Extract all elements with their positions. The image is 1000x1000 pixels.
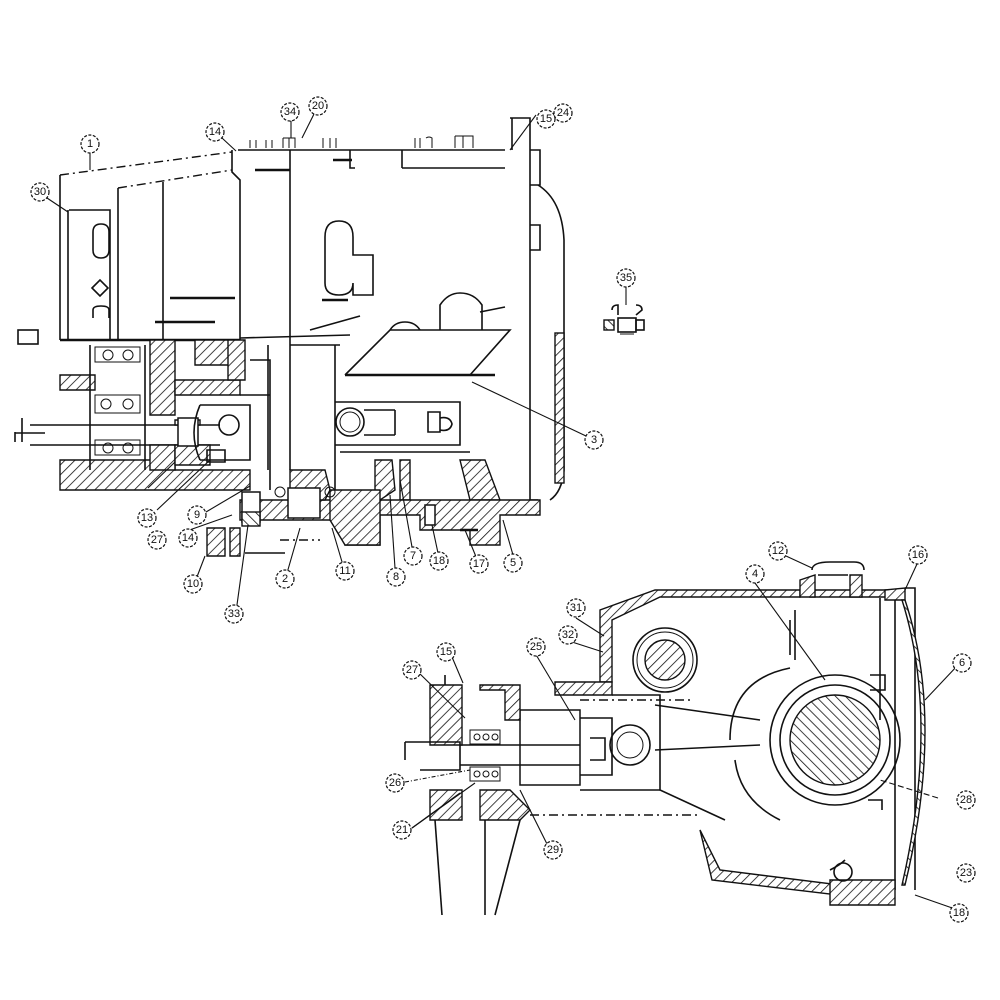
callout-35: 35 (616, 268, 636, 288)
callout-23: 23 (956, 863, 976, 883)
callout-1: 1 (80, 134, 100, 154)
callout-7: 7 (403, 546, 423, 566)
svg-text:4: 4 (752, 568, 758, 580)
callout-2: 2 (275, 569, 295, 589)
callout-12: 12 (768, 541, 788, 561)
callout-15-bottom: 15 (436, 642, 456, 662)
callout-28: 28 (956, 790, 976, 810)
svg-text:21: 21 (396, 824, 408, 836)
callout-18-top: 18 (429, 551, 449, 571)
svg-text:13: 13 (141, 512, 153, 524)
callout-13: 13 (137, 508, 157, 528)
svg-text:34: 34 (284, 106, 296, 118)
svg-text:27: 27 (151, 534, 163, 546)
callout-34: 34 (280, 102, 300, 122)
callout-26: 26 (385, 773, 405, 793)
svg-text:12: 12 (772, 545, 784, 557)
svg-text:3: 3 (591, 434, 597, 446)
callout-21: 21 (392, 820, 412, 840)
callout-33: 33 (224, 604, 244, 624)
callout-29: 29 (543, 840, 563, 860)
svg-text:23: 23 (960, 867, 972, 879)
callout-24: 24 (553, 103, 573, 123)
callout-3: 3 (584, 430, 604, 450)
callout-27-top: 27 (147, 530, 167, 550)
callout-20: 20 (308, 96, 328, 116)
callouts: 1 30 14 34 20 15 24 35 3 13 27 9 14 10 3… (30, 96, 976, 923)
side-section-view (14, 117, 645, 557)
callout-32: 32 (558, 625, 578, 645)
svg-text:5: 5 (510, 557, 516, 569)
callout-31: 31 (566, 598, 586, 618)
svg-text:7: 7 (410, 550, 416, 562)
svg-text:18: 18 (433, 555, 445, 567)
svg-text:11: 11 (339, 565, 350, 577)
callout-14-top: 14 (205, 122, 225, 142)
svg-text:1: 1 (87, 138, 93, 150)
callout-16: 16 (908, 545, 928, 565)
svg-text:8: 8 (393, 571, 399, 583)
callout-10: 10 (183, 574, 203, 594)
svg-text:20: 20 (312, 100, 324, 112)
svg-text:27: 27 (406, 664, 418, 676)
svg-text:17: 17 (473, 558, 485, 570)
callout-6: 6 (952, 653, 972, 673)
svg-text:10: 10 (187, 578, 199, 590)
callout-18-bottom: 18 (949, 903, 969, 923)
svg-text:6: 6 (959, 657, 965, 669)
svg-text:2: 2 (282, 573, 288, 585)
svg-text:25: 25 (530, 641, 542, 653)
svg-text:35: 35 (620, 272, 632, 284)
end-section-view (404, 561, 926, 916)
svg-text:15: 15 (540, 113, 552, 125)
svg-text:14: 14 (209, 126, 221, 138)
svg-text:24: 24 (557, 107, 569, 119)
callout-14-bottom: 14 (178, 528, 198, 548)
callout-15-top: 15 (536, 109, 556, 129)
svg-text:18: 18 (953, 907, 965, 919)
callout-27-bottom: 27 (402, 660, 422, 680)
callout-30: 30 (30, 182, 50, 202)
svg-text:32: 32 (562, 629, 574, 641)
svg-text:33: 33 (228, 608, 240, 620)
svg-text:28: 28 (960, 794, 972, 806)
svg-text:30: 30 (34, 186, 46, 198)
callout-11: 11 (335, 561, 355, 581)
fitting-35 (603, 304, 645, 335)
callout-9: 9 (187, 505, 207, 525)
callout-25: 25 (526, 637, 546, 657)
svg-text:15: 15 (440, 646, 452, 658)
callout-4: 4 (745, 564, 765, 584)
svg-text:31: 31 (570, 602, 582, 614)
callout-5: 5 (503, 553, 523, 573)
svg-text:16: 16 (912, 549, 924, 561)
svg-text:14: 14 (182, 532, 194, 544)
svg-text:29: 29 (547, 844, 559, 856)
svg-text:9: 9 (194, 509, 200, 521)
svg-text:26: 26 (389, 777, 401, 789)
callout-8: 8 (386, 567, 406, 587)
callout-17: 17 (469, 554, 489, 574)
